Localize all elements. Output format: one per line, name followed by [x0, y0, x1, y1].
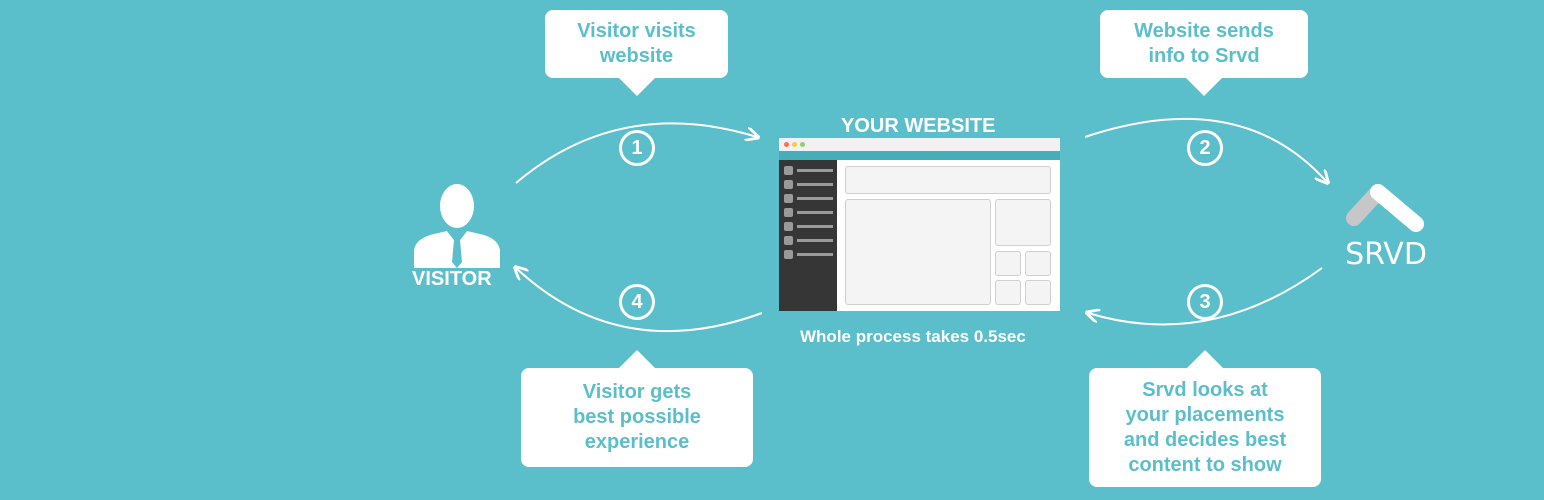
close-dot-icon [784, 142, 789, 147]
visitor-person-icon [414, 184, 500, 268]
bubble-text: and decides best [1123, 428, 1287, 451]
sidebar-row [784, 166, 834, 175]
sidebar-row [784, 208, 834, 217]
srvd-logo: SRVD [1345, 184, 1427, 270]
content-small-box [995, 251, 1021, 276]
bubble-text: your placements [1125, 403, 1285, 426]
bubble-text: Visitor visits [577, 20, 696, 42]
website-title: YOUR WEBSITE [841, 115, 996, 137]
maximize-dot-icon [800, 142, 805, 147]
content-small-box [1025, 280, 1051, 305]
bubble-text: info to Srvd [1148, 45, 1260, 67]
arrow-website-to-visitor [516, 268, 763, 333]
step-4-badge: 4 [619, 284, 655, 320]
bubble-text: best possible [573, 406, 701, 428]
arrow-srvd-to-website [1088, 267, 1323, 326]
step-3-badge: 3 [1187, 284, 1223, 320]
browser-header-bar [779, 151, 1060, 160]
content-main-box [845, 199, 991, 305]
website-sidebar [779, 160, 837, 311]
step-1-badge: 1 [619, 130, 655, 166]
bubble-text: experience [584, 431, 690, 453]
arrow-visitor-to-website [515, 122, 757, 184]
sidebar-row [784, 250, 834, 259]
bubble-website-sends: Website sends info to Srvd [1100, 10, 1308, 96]
sidebar-row [784, 194, 834, 203]
minimize-dot-icon [792, 142, 797, 147]
sidebar-row [784, 222, 834, 231]
content-small-box [1025, 251, 1051, 276]
content-header-box [845, 166, 1051, 194]
arrow-website-to-srvd [1084, 117, 1327, 182]
bubble-visitor-visits: Visitor visits website [545, 10, 728, 96]
content-side-box [995, 199, 1051, 246]
browser-chrome [779, 138, 1060, 151]
sidebar-row [784, 180, 834, 189]
bubble-text: Website sends [1134, 20, 1274, 42]
website-mockup [779, 138, 1060, 311]
sidebar-row [784, 236, 834, 245]
visitor-label: VISITOR [412, 268, 492, 290]
process-time-caption: Whole process takes 0.5sec [800, 327, 1026, 346]
bubble-text: Visitor gets [582, 381, 692, 403]
bubble-text: Srvd looks at [1142, 378, 1268, 401]
bubble-visitor-gets: Visitor gets best possible experience [521, 350, 753, 467]
step-2-badge: 2 [1187, 130, 1223, 166]
srvd-logo-text: SRVD [1345, 237, 1427, 270]
bubble-text: website [599, 45, 674, 67]
bubble-text: content to show [1128, 453, 1282, 476]
content-small-box [995, 280, 1021, 305]
